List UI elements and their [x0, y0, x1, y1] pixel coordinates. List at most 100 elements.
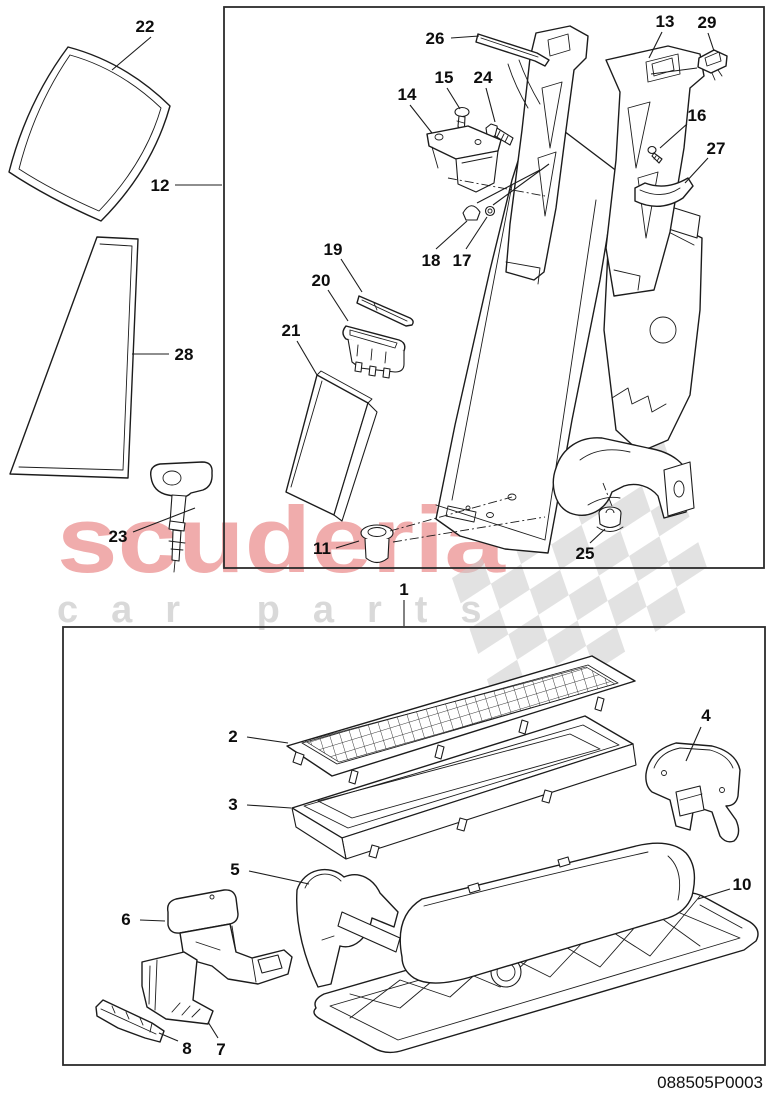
part-20-insert-tray: [342, 325, 406, 379]
part-23-release-key: [150, 461, 213, 573]
part-24-bolt: [485, 123, 514, 146]
flag-cell: [646, 587, 686, 632]
callout-11: 11: [313, 539, 331, 558]
flag-cell: [452, 558, 491, 604]
flag-cell: [611, 485, 651, 531]
callout-leader-25: [589, 528, 606, 544]
part-2-mesh-grille: [286, 655, 636, 785]
flag-cell: [469, 609, 509, 655]
callout-leader-18: [435, 220, 468, 250]
part-25-nut: [596, 506, 624, 532]
callout-19: 19: [324, 240, 343, 259]
callout-5: 5: [230, 860, 239, 879]
callout-28: 28: [175, 345, 194, 364]
callout-29: 29: [698, 13, 717, 32]
callout-leader-14: [409, 104, 433, 134]
part-7-bracket: [141, 951, 214, 1025]
flag-cell: [629, 536, 669, 582]
flag-cell: [568, 575, 608, 621]
flag-cell: [668, 542, 707, 588]
callout-leader-10: [697, 888, 731, 900]
bottom-assembly-box: [62, 626, 766, 1066]
callout-20: 20: [312, 271, 331, 290]
part-27-bracket-strip: [634, 177, 694, 207]
part-22-pillar-trim-upper: [8, 46, 171, 222]
part-16-screw: [647, 145, 663, 164]
callout-leader-19: [340, 258, 363, 293]
flag-cell: [490, 564, 530, 610]
callout-leader-6: [139, 919, 166, 922]
callout-leader-29: [650, 67, 698, 75]
watermark-brand-text: scuderia: [57, 487, 506, 592]
part-14-bracket: [426, 125, 546, 197]
callout-leader-27: [684, 157, 709, 184]
callout-leader-25: [602, 482, 613, 507]
part-21-trim-panel: [285, 370, 378, 522]
callout-2: 2: [228, 727, 237, 746]
callout-leader-29: [707, 32, 715, 52]
part-11-grommet: [360, 524, 394, 564]
callout-8: 8: [182, 1039, 191, 1058]
part-19-strip: [356, 295, 414, 327]
callout-21: 21: [282, 321, 301, 340]
callout-leader-7: [207, 1021, 219, 1039]
callout-4: 4: [701, 706, 711, 725]
watermark: scuderia car parts: [57, 440, 707, 711]
part-4-end-bracket: [645, 742, 741, 843]
callout-leader-23: [132, 507, 196, 533]
part-8-rail: [95, 999, 165, 1043]
callout-26: 26: [426, 29, 445, 48]
callout-3: 3: [228, 795, 237, 814]
callout-leader-16: [659, 123, 688, 149]
part-28-pillar-trim-lower: [9, 236, 139, 479]
part-13-bracket-left: [505, 25, 589, 285]
callout-25: 25: [576, 544, 595, 563]
callout-leader-11: [392, 516, 546, 543]
callout-12: 12: [151, 176, 170, 195]
top-detail-box: [223, 6, 765, 569]
drawing-number: 088505P0003: [657, 1073, 763, 1092]
callout-13: 13: [656, 12, 675, 31]
callout-leader-11: [335, 540, 360, 549]
console-hook-bracket-drawing: [552, 437, 695, 519]
watermark-subtitle-text: car parts: [57, 589, 515, 631]
callout-leader-4: [685, 726, 702, 762]
callout-leader-15: [446, 87, 461, 110]
callout-18: 18: [422, 251, 441, 270]
flag-cell: [607, 581, 647, 627]
flag-cell: [590, 530, 630, 576]
callout-leader-8: [158, 1032, 179, 1042]
callout-leader-5: [248, 870, 310, 885]
flag-cell: [547, 620, 587, 666]
flag-cell: [508, 614, 548, 660]
callout-leader-11: [389, 496, 513, 532]
part-5-lid-assembly: [296, 842, 696, 988]
callout-7: 7: [216, 1040, 225, 1059]
part-18-cap: [462, 205, 481, 221]
callout-leader-24: [485, 87, 496, 123]
callout-27: 27: [707, 139, 726, 158]
callout-15: 15: [435, 68, 454, 87]
callout-10: 10: [733, 875, 752, 894]
callout-leader-21: [296, 340, 318, 376]
callout-leader-3: [246, 804, 292, 809]
flag-cell: [529, 569, 569, 615]
part-6-latch: [166, 889, 293, 985]
callout-1: 1: [399, 580, 408, 599]
callout-leader-26: [450, 35, 480, 39]
part-29-clip: [697, 49, 728, 81]
part-3-storage-tray: [291, 715, 637, 860]
callout-6: 6: [121, 910, 130, 929]
callout-23: 23: [109, 527, 128, 546]
callout-leader-20: [327, 289, 349, 322]
part-26-trim-strip: [475, 33, 550, 109]
flag-cell: [551, 524, 591, 570]
callout-leader-13: [648, 31, 663, 59]
callout-leader-2: [246, 736, 289, 744]
callout-16: 16: [688, 106, 707, 125]
callout-24: 24: [474, 68, 493, 87]
callout-22: 22: [136, 17, 155, 36]
callout-14: 14: [398, 85, 417, 104]
